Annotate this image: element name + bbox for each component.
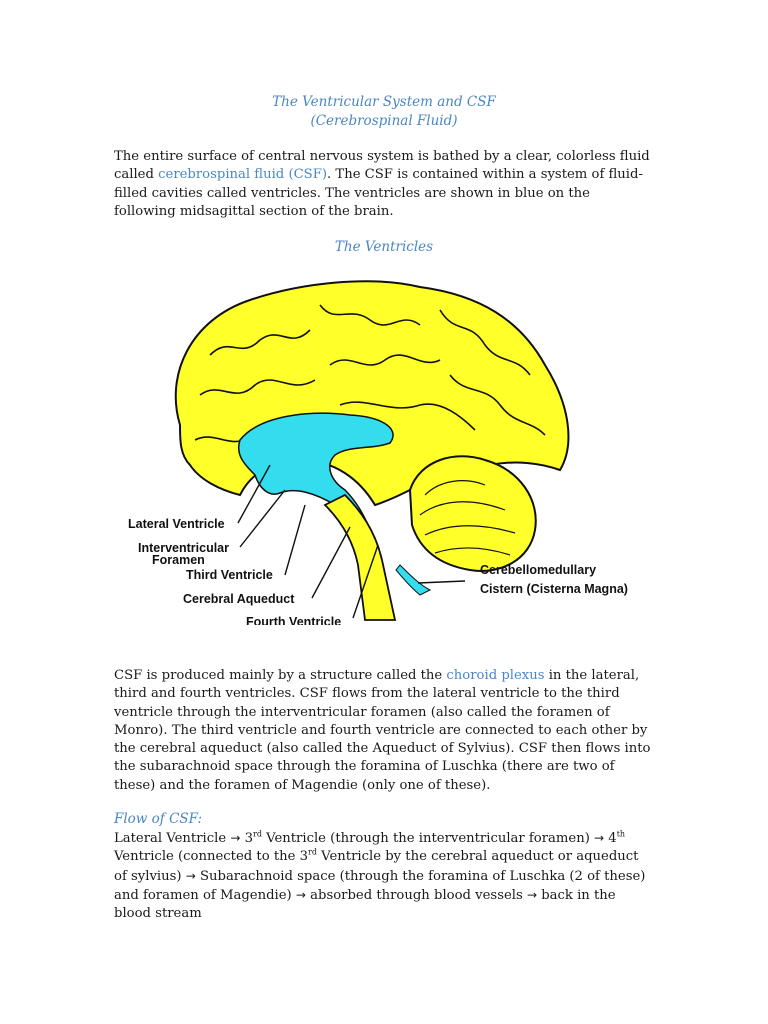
page-title: The Ventricular System and CSF (Cerebros…: [0, 93, 768, 131]
arrow-icon: →: [594, 831, 605, 845]
arrow-icon: →: [185, 868, 196, 883]
gyri-lines: [194, 304, 546, 443]
flow-step-6: back in the blood stream: [114, 887, 616, 922]
label-fourth-ventricle: Fourth Ventricle: [246, 615, 341, 625]
label-cisterna-magna: Cistern (Cisterna Magna): [480, 582, 628, 596]
arrow-icon: →: [230, 831, 241, 845]
csf-production-paragraph: CSF is produced mainly by a structure ca…: [114, 667, 654, 795]
flow-paragraph: Lateral Ventricle → 3rd Ventricle (throu…: [114, 829, 654, 923]
brain-diagram: Lateral Ventricle Interventricular Foram…: [128, 280, 628, 625]
flow-heading: Flow of CSF:: [114, 811, 203, 827]
brainstem-shape: [323, 493, 397, 621]
pointer-lines: [237, 464, 466, 619]
cisterna-shape: [395, 564, 432, 596]
ventricle-shape: [238, 412, 394, 596]
intro-text-2: . The CSF is contained within a system o…: [114, 167, 643, 219]
body-text-1: CSF is produced mainly by a structure ca…: [114, 668, 447, 683]
intro-text-1: The entire surface of central nervous sy…: [114, 149, 650, 183]
flow-step-4: Subarachnoid space (through the foramina…: [114, 868, 646, 903]
superscript-rd: rd: [308, 847, 317, 857]
flow-step-2a: 3: [240, 831, 253, 846]
label-cerebral-aqueduct: Cerebral Aqueduct: [183, 592, 295, 606]
flow-step-3c: Ventricle by the cerebral aqueduct or aq…: [114, 849, 639, 884]
flow-step-2b: Ventricle (through the interventricular …: [261, 831, 595, 846]
choroid-plexus-link[interactable]: choroid plexus: [446, 668, 545, 683]
cerebellum-folia: [419, 480, 516, 556]
arrow-icon: →: [295, 887, 306, 902]
superscript-rd: rd: [253, 829, 262, 839]
intro-paragraph: The entire surface of central nervous sy…: [114, 148, 654, 221]
label-cerebellomedullary: Cerebellomedullary: [480, 563, 596, 577]
title-line-1: The Ventricular System and CSF: [272, 94, 496, 110]
label-lateral-ventricle: Lateral Ventricle: [128, 517, 225, 531]
arrow-icon: →: [526, 887, 538, 902]
flow-step-3a: 4: [604, 831, 617, 846]
label-foramen: Foramen: [152, 553, 205, 567]
cerebellum-shape: [408, 455, 537, 572]
flow-step-5: absorbed through blood vessels: [305, 887, 527, 903]
superscript-th: th: [616, 829, 626, 839]
title-line-2: (Cerebrospinal Fluid): [310, 113, 458, 129]
flow-step-3b: Ventricle (connected to the 3: [114, 849, 309, 865]
csf-link[interactable]: cerebrospinal fluid (CSF): [158, 167, 328, 183]
body-text-2: in the lateral, third and fourth ventric…: [114, 668, 651, 793]
label-third-ventricle: Third Ventricle: [186, 568, 273, 582]
label-interventricular: Interventricular: [138, 541, 229, 555]
flow-step-1: Lateral Ventricle: [114, 831, 231, 846]
figure-heading: The Ventricles: [334, 239, 434, 255]
